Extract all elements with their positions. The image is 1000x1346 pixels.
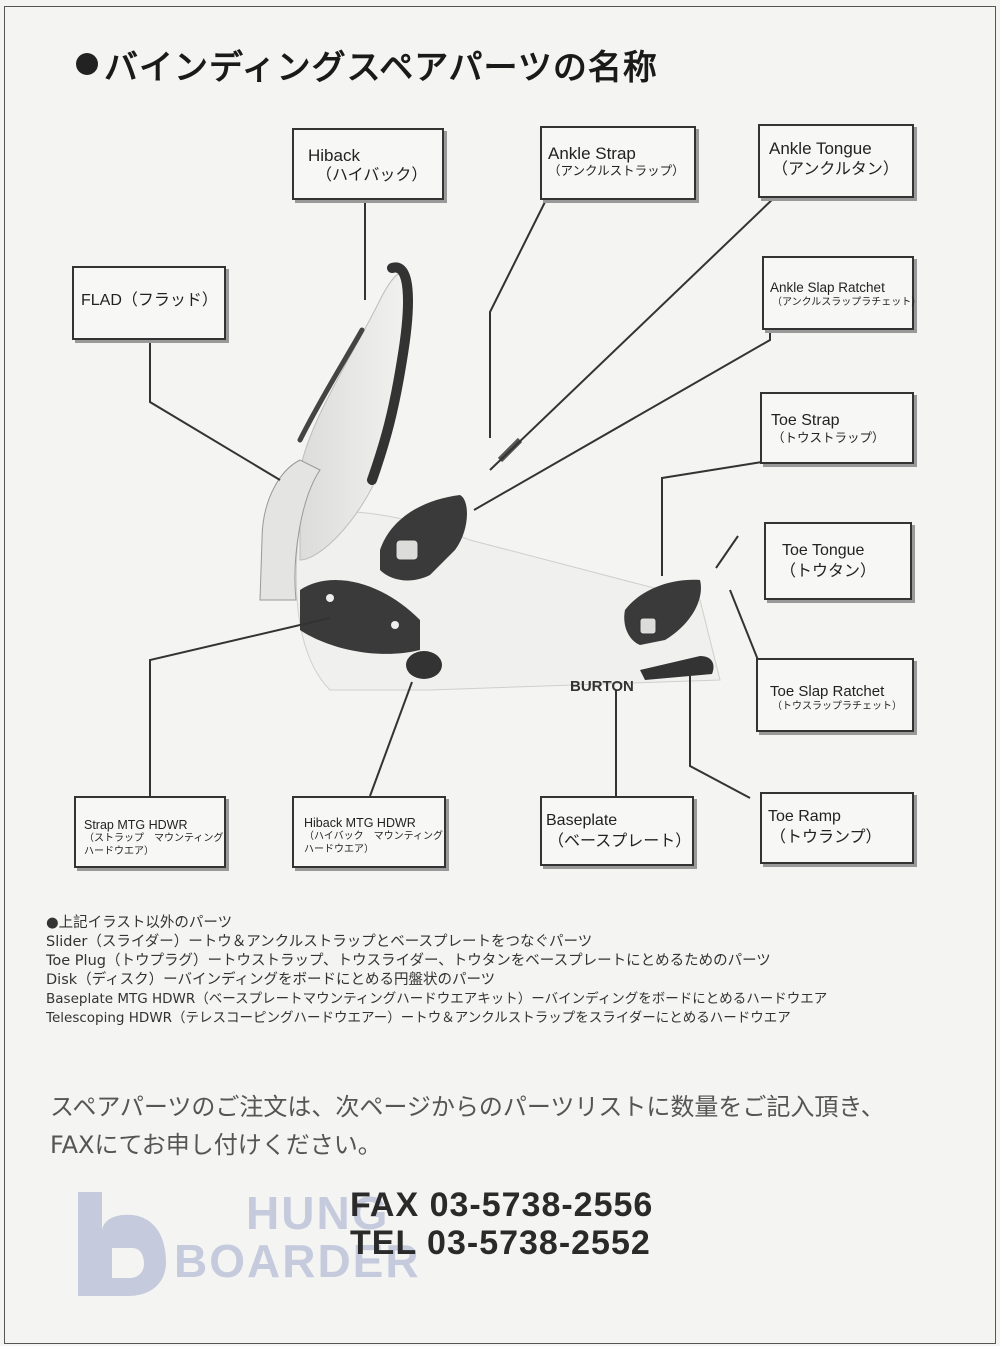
label-hiback: Hiback （ハイバック） [292,128,444,200]
leader-toe-ratchet [729,589,759,661]
label-baseplate: Baseplate （ベースプレート） [540,796,694,866]
order-instructions: スペアパーツのご注文は、次ページからのパーツリストに数量をご記入頂き、 FAXに… [50,1093,885,1159]
page-border [4,6,996,1344]
label-ankle-tongue: Ankle Tongue （アンクルタン） [758,124,914,198]
notes-heading: ●上記イラスト以外のパーツ [46,915,233,931]
leader-toe-ramp [689,676,751,799]
notes-line: Toe Plug（トウプラグ）ートウストラップ、トウスライダー、トウタンをベース… [46,953,771,969]
toe-ramp-shape [640,656,714,680]
leader-toe-strap [661,461,763,576]
watermark-mark-icon [78,1192,166,1296]
label-ankle-strap: Ankle Strap （アンクルストラップ） [540,126,696,200]
label-hiback-mtg-hdwr: Hiback MTG HDWR （ハイバック マウンティング ハードウエア） [292,796,446,868]
hiback-inner-edge [297,327,365,443]
leader-flad [149,338,281,481]
leader-strap-mtg [149,617,331,796]
brand-logo: BURTON [570,678,634,695]
label-toe-tongue: Toe Tongue （トウタン） [764,522,912,600]
notes-line: Telescoping HDWR（テレスコーピングハードウエアー）ートウ＆アンク… [46,1010,791,1026]
page-title: バインディングスペアパーツの名称 [76,40,658,89]
label-strap-mtg-hdwr: Strap MTG HDWR （ストラップ マウンティング ハードウエア） [74,796,226,868]
leader-ankle-tongue [489,195,777,471]
notes-line: Disk（ディスク）ーバインディングをボードにとめる円盤状のパーツ [46,972,496,988]
leader-hiback-mtg [369,681,413,797]
hiback-edge [367,262,413,485]
contact-info: FAX 03-5738-2556 TEL 03-5738-2552 [350,1186,653,1262]
label-flad: FLAD（フラッド） [72,266,226,340]
watermark-text: BOARDER [174,1235,421,1287]
heelcup-shape [259,459,321,601]
watermark-text: HUNG [246,1187,390,1239]
label-toe-ramp: Toe Ramp （トウランプ） [760,792,914,864]
label-ankle-slap-ratchet: Ankle Slap Ratchet （アンクルスラップラチェット） [762,256,921,330]
leader-ankle-ratchet [473,330,771,511]
bullet-icon [76,53,98,75]
other-parts-notes: ●上記イラスト以外のパーツ Slider（スライダー）ートウ＆アンクルストラップ… [46,914,827,1028]
notes-line: Slider（スライダー）ートウ＆アンクルストラップとベースプレートをつなぐパー… [46,934,593,950]
label-toe-strap: Toe Strap （トウストラップ） [760,392,914,464]
tel-number: TEL 03-5738-2552 [350,1224,651,1262]
disk-shape [406,651,442,679]
notes-line: Baseplate MTG HDWR（ベースプレートマウンティングハードウエアキ… [46,991,828,1007]
label-toe-slap-ratchet: Toe Slap Ratchet （トウスラップラチェット） [756,658,914,732]
fax-number: FAX 03-5738-2556 [350,1186,654,1224]
leader-toe-tongue [715,535,739,569]
leader-ankle-strap [489,195,549,438]
